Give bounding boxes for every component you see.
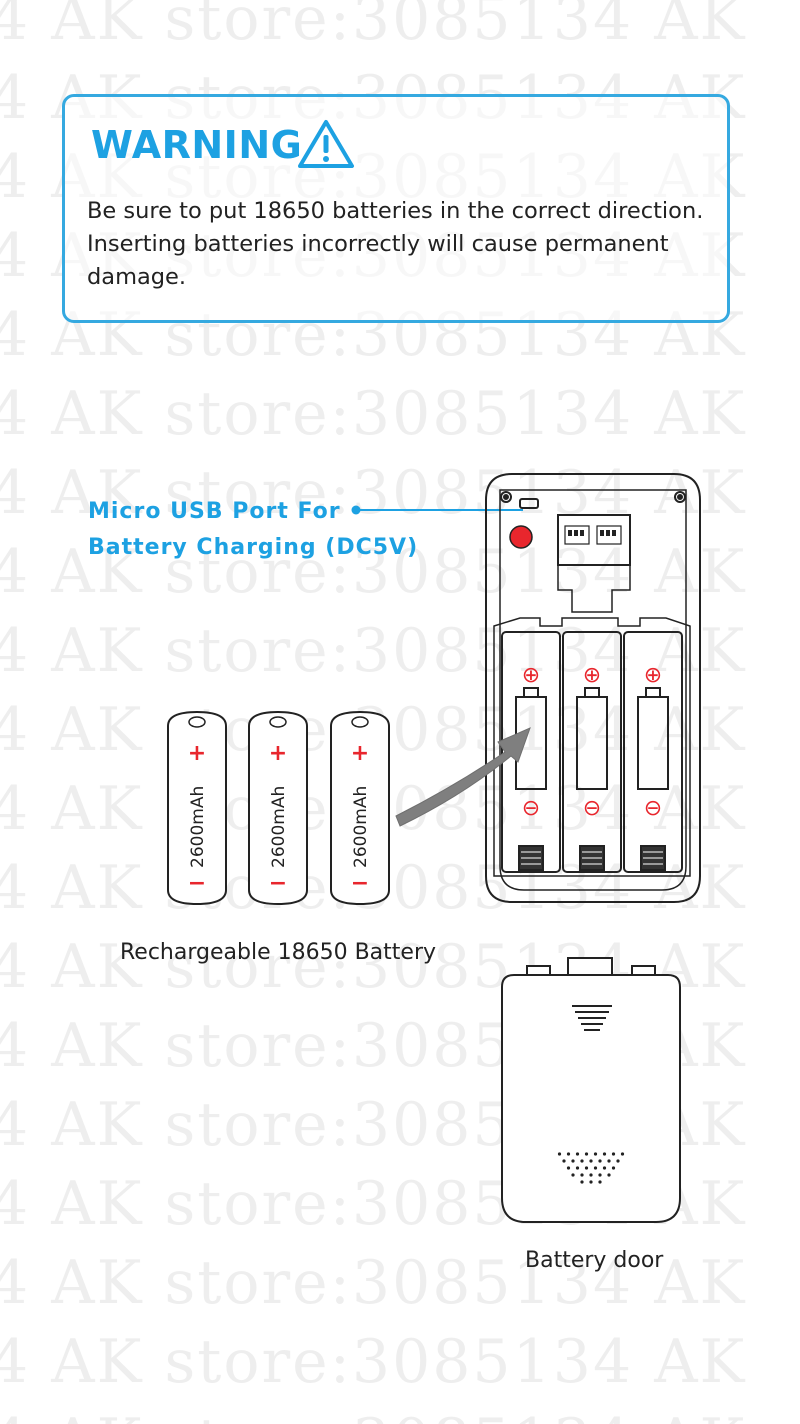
- speaker-hole: [575, 1152, 580, 1156]
- speaker-hole: [566, 1166, 571, 1170]
- speaker-hole: [589, 1173, 593, 1177]
- battery-capacity-label: 2600mAh: [351, 786, 371, 868]
- speaker-hole: [571, 1159, 575, 1163]
- battery-2: + − 2600mAh: [248, 710, 308, 906]
- slot-polarity-minus: ⊖ ⊖ ⊖: [522, 796, 662, 821]
- speaker-hole: [620, 1152, 625, 1156]
- speaker-hole: [575, 1166, 580, 1170]
- speaker-hole: [580, 1173, 584, 1177]
- battery-minus-sign: −: [188, 871, 206, 896]
- battery-door-grille-icon: [572, 1005, 612, 1031]
- speaker-hole: [611, 1152, 616, 1156]
- battery-caption: Rechargeable 18650 Battery: [120, 940, 437, 965]
- speaker-hole: [584, 1166, 589, 1170]
- warning-triangle-icon: [298, 120, 354, 168]
- slot-plus-marker: ⊕: [522, 663, 540, 688]
- micro-usb-port: [519, 498, 539, 509]
- usb-leader-line: [351, 505, 523, 515]
- speaker-hole: [602, 1166, 607, 1170]
- charging-indicator-light: [509, 525, 533, 549]
- speaker-hole: [584, 1152, 589, 1156]
- speaker-hole: [611, 1166, 616, 1170]
- speaker-hole: [593, 1166, 598, 1170]
- speaker-hole: [562, 1159, 566, 1163]
- spring-stripes: [521, 851, 663, 865]
- battery-door-caption: Battery door: [525, 1248, 664, 1273]
- battery-door: [501, 957, 681, 1223]
- speaker-hole: [616, 1159, 620, 1163]
- battery-minus-sign: −: [351, 871, 369, 896]
- speaker-hole: [607, 1159, 611, 1163]
- battery-capacity-label: 2600mAh: [269, 786, 289, 868]
- warning-message: Be sure to put 18650 batteries in the co…: [87, 195, 723, 294]
- battery-capacity-label: 2600mAh: [188, 786, 208, 868]
- usb-port-label-line: Battery Charging (DC5V): [88, 535, 419, 560]
- slot-minus-marker: ⊖: [644, 796, 662, 821]
- speaker-hole: [589, 1159, 593, 1163]
- slot-polarity-plus: ⊕ ⊕ ⊕: [522, 663, 662, 688]
- slot-plus-marker: ⊕: [644, 663, 662, 688]
- warning-line: Be sure to put 18650 batteries in the co…: [87, 198, 704, 224]
- speaker-hole: [598, 1173, 602, 1177]
- battery-plus-sign: +: [351, 741, 369, 766]
- warning-title: WARNING: [91, 123, 303, 167]
- speaker-hole: [607, 1173, 611, 1177]
- speaker-hole: [602, 1152, 607, 1156]
- battery-3: + − 2600mAh: [330, 710, 390, 906]
- battery-1: + − 2600mAh: [167, 710, 227, 906]
- insertion-arrow: [395, 727, 531, 827]
- slot-minus-marker: ⊖: [583, 796, 601, 821]
- warning-box: WARNING Be sure to put 18650 batteries i…: [62, 94, 730, 323]
- usb-port-label: Micro USB Port For Battery Charging (DC5…: [88, 494, 418, 566]
- speaker-hole: [557, 1152, 562, 1156]
- speaker-hole: [580, 1180, 584, 1184]
- speaker-hole: [598, 1180, 602, 1184]
- battery-plus-sign: +: [269, 741, 287, 766]
- usb-port-label-line: Micro USB Port For: [88, 499, 341, 524]
- speaker-hole: [580, 1159, 584, 1163]
- speaker-hole: [566, 1152, 571, 1156]
- battery-minus-sign: −: [269, 871, 287, 896]
- slot-minus-marker: ⊖: [522, 796, 540, 821]
- slot-plus-marker: ⊕: [583, 663, 601, 688]
- speaker-hole: [589, 1180, 593, 1184]
- battery-door-speaker-holes-icon: [557, 1152, 625, 1184]
- speaker-hole: [598, 1159, 602, 1163]
- speaker-hole: [593, 1152, 598, 1156]
- warning-line: damage.: [87, 264, 187, 290]
- warning-line: Inserting batteries incorrectly will cau…: [87, 231, 669, 257]
- battery-plus-sign: +: [188, 741, 206, 766]
- speaker-hole: [571, 1173, 575, 1177]
